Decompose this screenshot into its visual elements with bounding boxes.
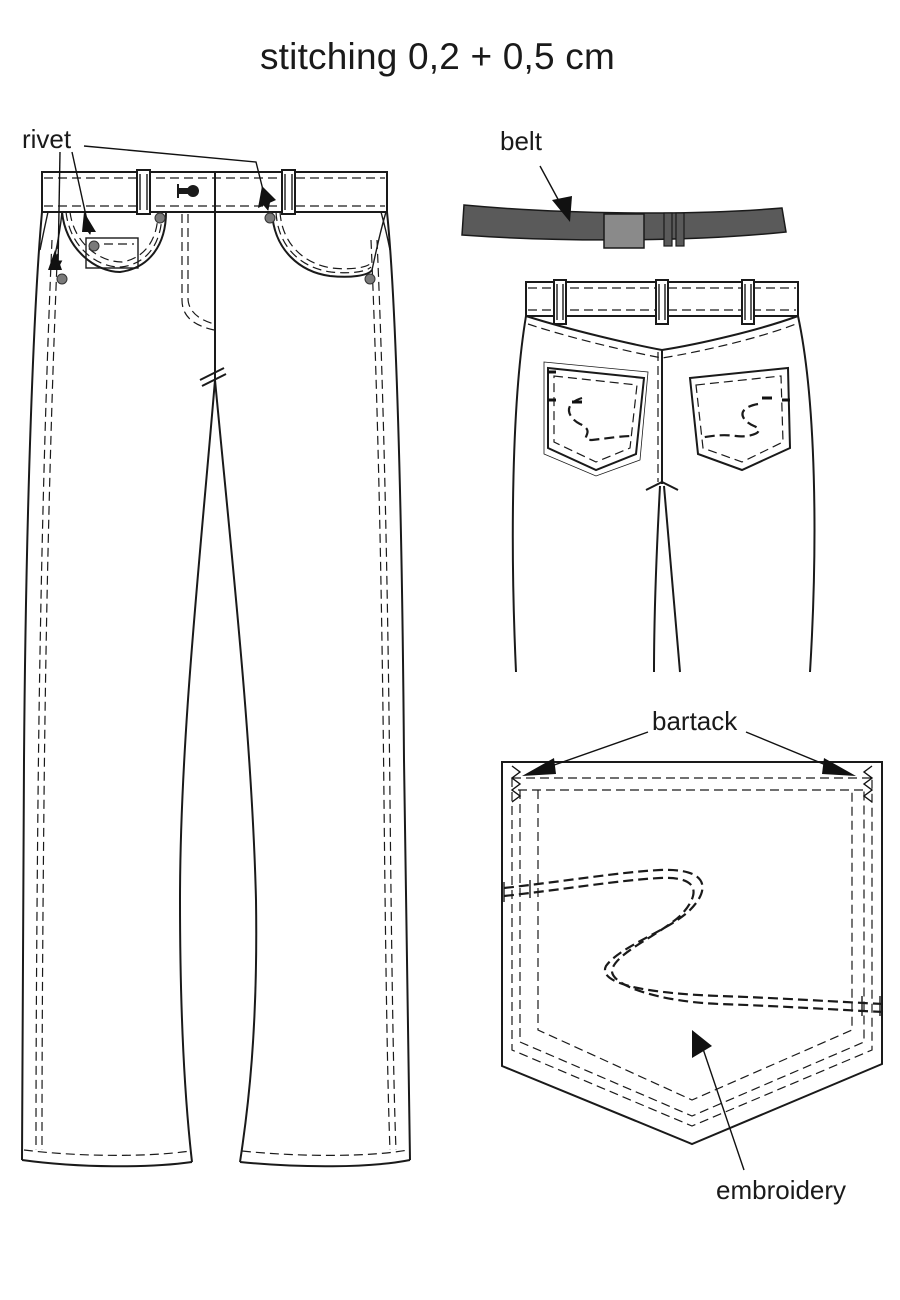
belt-loop: [281, 169, 296, 215]
front-right-inseam: [214, 379, 258, 1163]
bartack-label: bartack: [652, 706, 738, 736]
rivet-leaders: [48, 145, 276, 270]
belt-label: belt: [500, 126, 542, 156]
bartack-icon: [862, 765, 874, 803]
front-left-outseam: [21, 211, 43, 1161]
belt-loop: [741, 279, 755, 325]
front-view-jeans: [21, 169, 411, 1168]
front-left-inseam: [178, 379, 216, 1163]
rivet-label: rivet: [22, 124, 72, 154]
back-view-jeans: [511, 279, 816, 673]
front-right-outseam: [386, 211, 411, 1161]
rivet-icon: [56, 273, 68, 285]
belt-illustration: [461, 165, 787, 249]
rivet-icon: [364, 273, 376, 285]
embroidery-label: embroidery: [716, 1175, 847, 1205]
button-icon: [187, 185, 199, 197]
bartack-icon: [510, 765, 522, 803]
belt-loop: [655, 279, 669, 325]
rivet-icon: [154, 212, 166, 224]
front-waistband: [41, 169, 388, 215]
rivet-icon: [264, 212, 276, 224]
buckle-icon: [603, 213, 645, 249]
belt-loop: [136, 169, 151, 215]
rivet-icon: [88, 240, 100, 252]
belt-loop: [553, 279, 567, 325]
pocket-detail: [501, 731, 885, 1171]
page-title: stitching 0,2 + 0,5 cm: [259, 36, 616, 77]
